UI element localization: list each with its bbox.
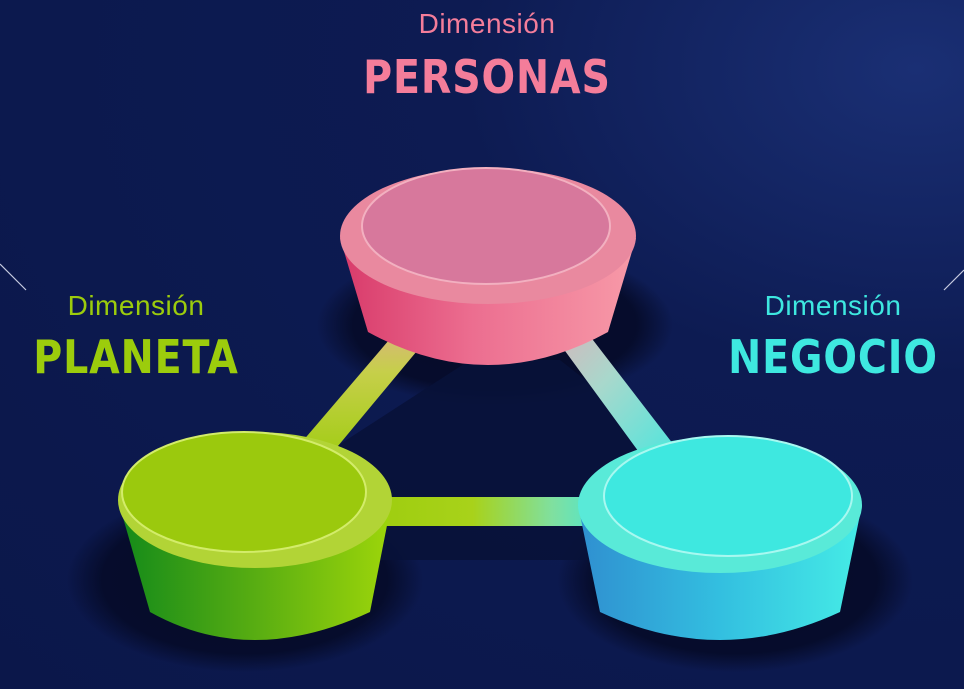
personas-title: PERSONAS	[363, 50, 611, 104]
negocio-title: NEGOCIO	[728, 330, 938, 384]
negocio-label: Dimensión NEGOCIO	[694, 290, 964, 384]
planeta-label: Dimensión PLANETA	[0, 290, 272, 384]
right-deco-line	[943, 269, 964, 291]
planeta-prefix: Dimensión	[67, 290, 205, 321]
planeta-platform	[118, 431, 392, 640]
personas-label: Dimensión PERSONAS	[292, 8, 682, 104]
personas-prefix: Dimensión	[418, 8, 556, 39]
planeta-title: PLANETA	[33, 330, 239, 384]
negocio-prefix: Dimensión	[764, 290, 902, 321]
connector-planeta-negocio	[352, 497, 620, 526]
left-deco-line	[0, 263, 27, 291]
negocio-platform	[578, 435, 862, 640]
personas-platform	[340, 167, 636, 365]
